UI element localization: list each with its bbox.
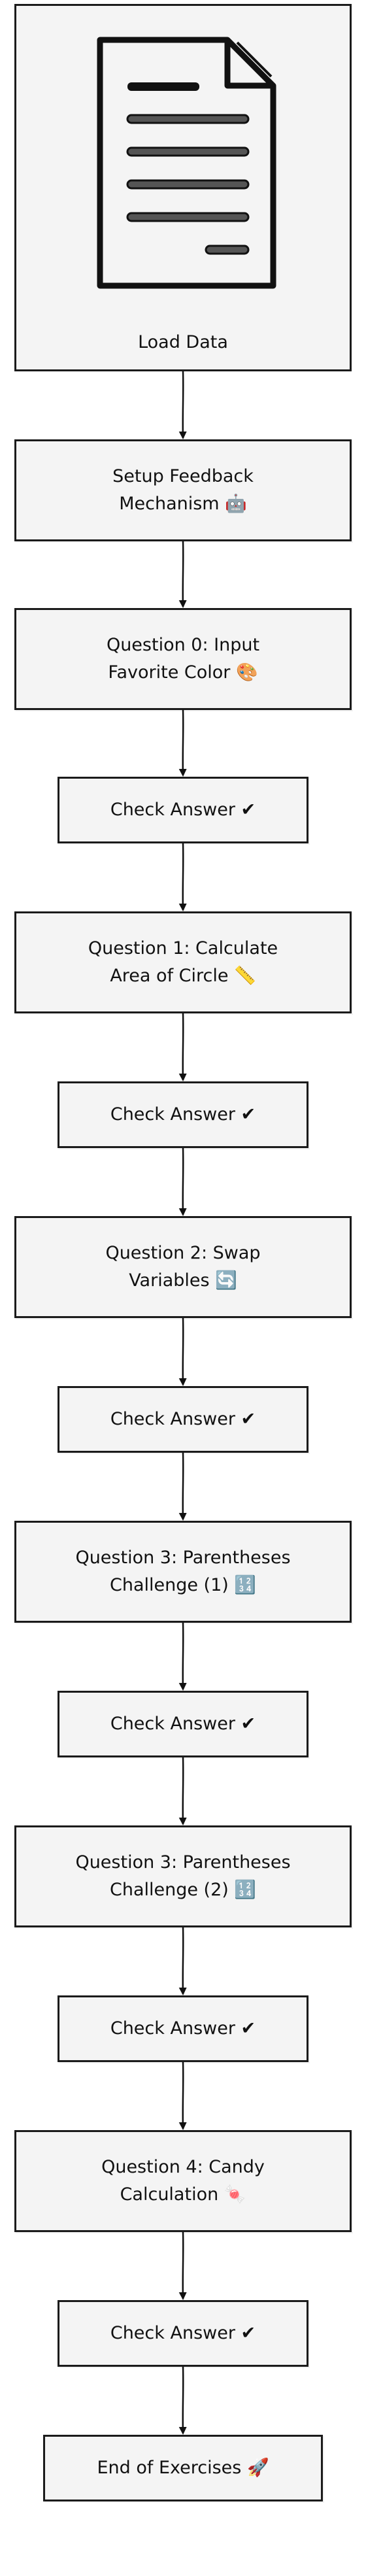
- question-0-label: Question 0: Input Favorite Color 🎨: [106, 635, 260, 683]
- flow-arrow: [178, 1927, 187, 1995]
- flow-arrow: [178, 1622, 187, 1691]
- end-of-exercises-node: End of Exercises 🚀: [43, 2435, 323, 2501]
- flow-arrow: [178, 371, 187, 439]
- flow-arrow: [178, 709, 187, 777]
- check-answer-label: Check Answer ✔: [110, 1714, 256, 1735]
- flow-arrow: [178, 1452, 187, 1521]
- check-answer-label: Check Answer ✔: [110, 1104, 256, 1125]
- flow-arrow: [178, 2366, 187, 2435]
- check-answer-label: Check Answer ✔: [110, 800, 256, 821]
- check-answer-label: Check Answer ✔: [110, 2018, 256, 2039]
- question-3b-label: Question 3: Parentheses Challenge (2) 🔢: [75, 1852, 291, 1900]
- question-2-node: Question 2: Swap Variables 🔄: [14, 1216, 352, 1318]
- flow-arrow: [178, 1013, 187, 1081]
- flow-arrow: [178, 1147, 187, 1216]
- end-of-exercises-label: End of Exercises 🚀: [97, 2458, 269, 2479]
- flow-arrow: [178, 2231, 187, 2300]
- check-answer-label: Check Answer ✔: [110, 2323, 256, 2344]
- flow-arrow: [178, 541, 187, 608]
- check-answer-3b-node: Check Answer ✔: [58, 1995, 308, 2062]
- setup-feedback-label: Setup Feedback Mechanism 🤖: [112, 466, 254, 514]
- check-answer-1-node: Check Answer ✔: [58, 1081, 308, 1148]
- flow-arrow: [178, 1757, 187, 1825]
- check-answer-3a-node: Check Answer ✔: [58, 1691, 308, 1757]
- flow-arrow: [178, 1317, 187, 1386]
- question-3a-node: Question 3: Parentheses Challenge (1) 🔢: [14, 1521, 352, 1623]
- question-2-label: Question 2: Swap Variables 🔄: [105, 1243, 261, 1291]
- load-data-label: Load Data: [138, 332, 228, 352]
- question-4-label: Question 4: Candy Calculation 🍬: [101, 2157, 265, 2205]
- document-icon: [97, 37, 276, 289]
- check-answer-4-node: Check Answer ✔: [58, 2300, 308, 2367]
- question-0-node: Question 0: Input Favorite Color 🎨: [14, 608, 352, 710]
- load-data-node: Load Data: [14, 4, 352, 371]
- question-1-label: Question 1: Calculate Area of Circle 📏: [88, 938, 278, 986]
- question-1-node: Question 1: Calculate Area of Circle 📏: [14, 911, 352, 1013]
- check-answer-0-node: Check Answer ✔: [58, 777, 308, 843]
- question-3a-label: Question 3: Parentheses Challenge (1) 🔢: [75, 1548, 291, 1595]
- question-3b-node: Question 3: Parentheses Challenge (2) 🔢: [14, 1825, 352, 1927]
- flow-arrow: [178, 843, 187, 911]
- question-4-node: Question 4: Candy Calculation 🍬: [14, 2130, 352, 2232]
- check-answer-label: Check Answer ✔: [110, 1409, 256, 1430]
- setup-feedback-node: Setup Feedback Mechanism 🤖: [14, 439, 352, 541]
- flow-arrow: [178, 2061, 187, 2130]
- check-answer-2-node: Check Answer ✔: [58, 1386, 308, 1453]
